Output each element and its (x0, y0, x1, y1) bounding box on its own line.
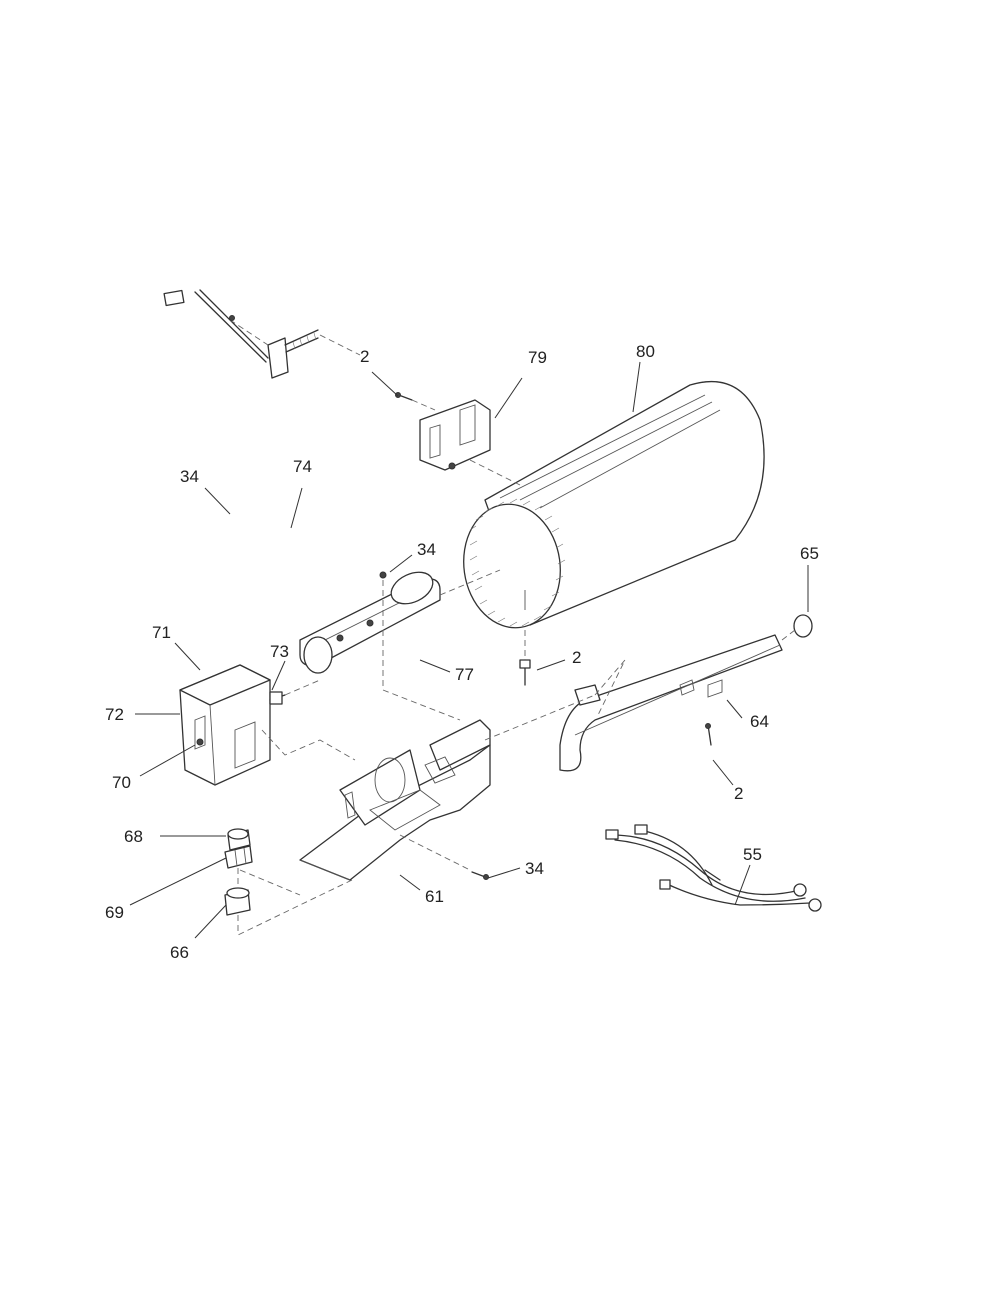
part-64-pipe (484, 634, 783, 772)
callout-66: 66 (170, 943, 189, 962)
part-77-burner (299, 569, 501, 721)
part-2-screw-top (395, 392, 436, 411)
callout-73: 73 (270, 642, 289, 661)
part-34-screw-mid (379, 571, 387, 579)
part-80-cylinder (463, 380, 765, 629)
part-2-screw-right (705, 723, 712, 746)
part-70-valve-body (179, 664, 356, 786)
callout-64: 64 (750, 712, 769, 731)
part-61-housing (237, 719, 491, 936)
callout-74: 74 (293, 457, 312, 476)
part-34-screw-bottom (399, 834, 489, 880)
part-66-orifice (224, 887, 251, 935)
callout-65: 65 (800, 544, 819, 563)
callout-77: 77 (455, 665, 474, 684)
callout-34-bottom: 34 (525, 859, 544, 878)
callout-labels: 2 79 80 34 74 34 65 71 73 2 77 72 64 70 … (105, 342, 819, 962)
part-55-wire-harness (605, 824, 822, 912)
callout-34-left: 34 (180, 467, 199, 486)
callout-79: 79 (528, 348, 547, 367)
callout-72: 72 (105, 705, 124, 724)
part-69-nut (224, 845, 253, 885)
part-2-screw-mid (519, 630, 531, 686)
part-79-bracket (419, 399, 521, 486)
part-74-igniter (163, 289, 361, 379)
callout-71: 71 (152, 623, 171, 642)
callout-80: 80 (636, 342, 655, 361)
callout-2-mid: 2 (572, 648, 581, 667)
callout-69: 69 (105, 903, 124, 922)
callout-70: 70 (112, 773, 131, 792)
callout-61: 61 (425, 887, 444, 906)
callout-2-top: 2 (360, 347, 369, 366)
part-65-cap (781, 614, 813, 641)
part-68-fitting (227, 828, 251, 851)
callout-34-mid: 34 (417, 540, 436, 559)
leader-lines (129, 361, 809, 939)
callout-68: 68 (124, 827, 143, 846)
callout-55: 55 (743, 845, 762, 864)
callout-2-right: 2 (734, 784, 743, 803)
